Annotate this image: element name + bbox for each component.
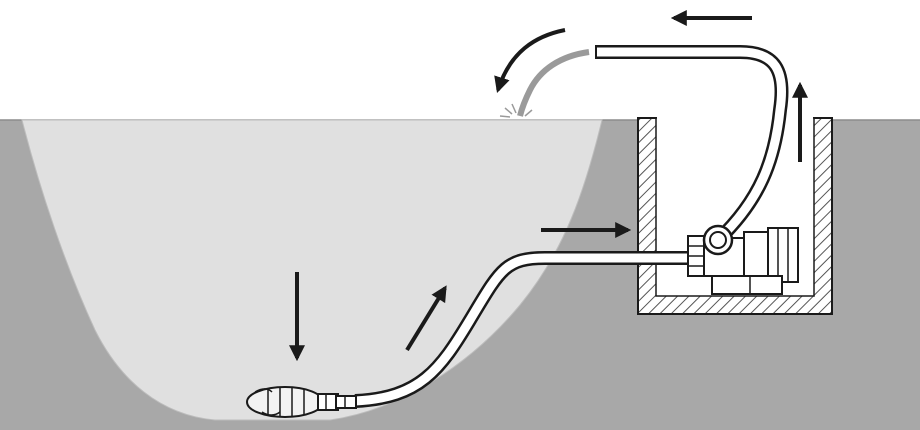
flow-arrows <box>289 10 808 362</box>
outlet-hose <box>595 45 789 246</box>
water-jet <box>499 49 590 118</box>
submersible-pump-icon <box>246 386 357 418</box>
arrow-icon <box>405 285 447 352</box>
surface-pump-icon <box>687 224 799 295</box>
intake-hose <box>354 251 700 408</box>
arrow-icon <box>494 28 566 94</box>
basin-top-mask <box>657 112 813 120</box>
